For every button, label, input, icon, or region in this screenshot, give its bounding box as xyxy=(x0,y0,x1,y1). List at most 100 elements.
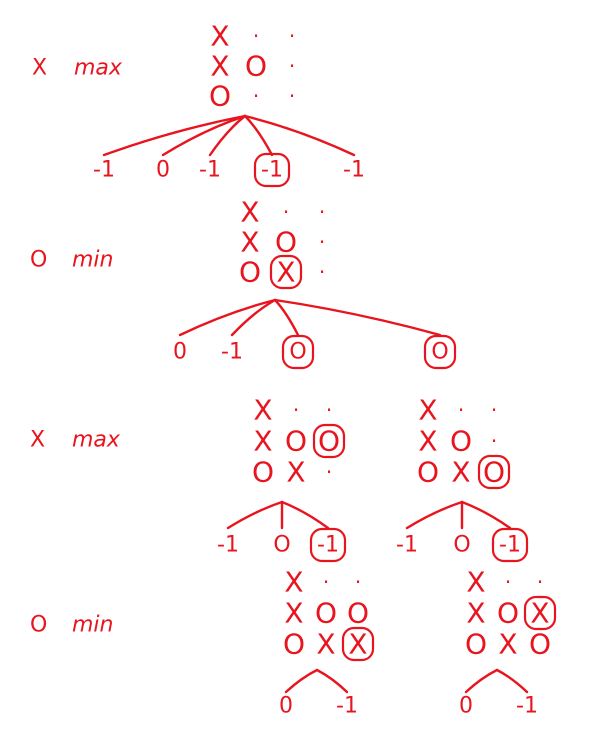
highlight-circle xyxy=(309,527,347,563)
level-label: max xyxy=(72,428,121,453)
board-cell: · xyxy=(505,570,511,594)
board-cell: X xyxy=(284,566,303,599)
board-cell: X xyxy=(348,628,367,661)
board-cell: O xyxy=(450,425,472,458)
board-cell: · xyxy=(355,570,361,594)
board-cell: O xyxy=(465,628,487,661)
tree-branch xyxy=(464,668,499,694)
board-cell: O xyxy=(529,628,551,661)
board-cell: X xyxy=(451,456,470,489)
board-cell: · xyxy=(326,460,332,484)
board-cell: X xyxy=(210,20,229,53)
board-cell: O xyxy=(315,597,337,630)
root-child-value: -1 xyxy=(199,158,221,183)
tree-branch xyxy=(495,668,529,694)
level-3-left-child-value: O xyxy=(273,533,290,558)
tree-branch xyxy=(230,298,277,337)
level-3-right-child-value: -1 xyxy=(499,533,521,558)
tree-branch xyxy=(243,114,356,157)
board-cell: O xyxy=(283,628,305,661)
board-cell: O xyxy=(497,597,519,630)
tree-branch xyxy=(405,500,464,530)
board-cell: X xyxy=(530,597,549,630)
level-4-left-child-value: 0 xyxy=(279,694,293,719)
board-cell: X xyxy=(466,597,485,630)
board-cell: X xyxy=(286,456,305,489)
level-3-right-child-value: -1 xyxy=(396,533,418,558)
tree-branch xyxy=(273,298,300,337)
level-player: X xyxy=(30,428,45,453)
board-cell: · xyxy=(293,398,299,422)
tree-branch xyxy=(243,114,274,157)
tree-branch xyxy=(161,114,247,157)
tree-branches xyxy=(102,114,529,694)
board-cell: X xyxy=(466,566,485,599)
root-child-value: -1 xyxy=(93,158,115,183)
level-2-child-value: 0 xyxy=(173,340,187,365)
highlight-circle xyxy=(341,626,375,662)
board-cell: O xyxy=(318,425,340,458)
level-2-child-value: -1 xyxy=(221,340,243,365)
board-cell: · xyxy=(289,24,295,48)
board-cell: X xyxy=(498,628,517,661)
board-cell: · xyxy=(491,398,497,422)
highlight-circle xyxy=(312,423,346,459)
level-player: O xyxy=(30,248,47,273)
board-cell: X xyxy=(276,256,295,289)
level-4-right-child-value: -1 xyxy=(516,694,538,719)
board-cell: O xyxy=(239,256,261,289)
board-cell: X xyxy=(240,196,259,229)
tree-branch xyxy=(273,298,442,337)
board-cell: · xyxy=(319,230,325,254)
tree-branch xyxy=(226,500,284,530)
board-cell: · xyxy=(537,570,543,594)
board-cell: · xyxy=(289,54,295,78)
tree-branch xyxy=(460,500,512,530)
highlight-circle xyxy=(491,527,529,563)
board-cell: O xyxy=(285,425,307,458)
board-cell: · xyxy=(283,200,289,224)
level-2-child-value: O xyxy=(431,340,448,365)
level-3-left-child-value: -1 xyxy=(217,533,239,558)
board-cell: · xyxy=(458,398,464,422)
board-cell: X xyxy=(418,425,437,458)
tree-branch xyxy=(284,668,319,694)
board-cell: X xyxy=(316,628,335,661)
board-cell: · xyxy=(491,429,497,453)
highlight-circle xyxy=(253,152,291,188)
level-label: min xyxy=(72,613,114,638)
board-cell: X xyxy=(284,597,303,630)
tree-branch xyxy=(280,500,330,530)
level-label: max xyxy=(74,56,123,81)
root-child-value: -1 xyxy=(261,158,283,183)
highlight-circle xyxy=(523,595,557,631)
board-cell: X xyxy=(240,226,259,259)
level-label: min xyxy=(72,248,114,273)
board-cell: O xyxy=(347,597,369,630)
root-child-value: 0 xyxy=(156,158,170,183)
highlight-circle xyxy=(269,254,303,290)
tree-branch xyxy=(315,668,349,694)
board-cell: O xyxy=(417,456,439,489)
level-4-left-child-value: -1 xyxy=(336,694,358,719)
board-cell: O xyxy=(252,456,274,489)
tree-branch xyxy=(208,114,247,157)
board-cell: · xyxy=(323,570,329,594)
board-cell: X xyxy=(210,50,229,83)
board-cell: · xyxy=(253,24,259,48)
root-child-value: -1 xyxy=(343,158,365,183)
level-player: O xyxy=(30,613,47,638)
board-cell: O xyxy=(483,456,505,489)
highlight-circle xyxy=(281,334,315,370)
board-cell: X xyxy=(253,425,272,458)
board-cell: O xyxy=(245,50,267,83)
level-player: X xyxy=(32,56,47,81)
